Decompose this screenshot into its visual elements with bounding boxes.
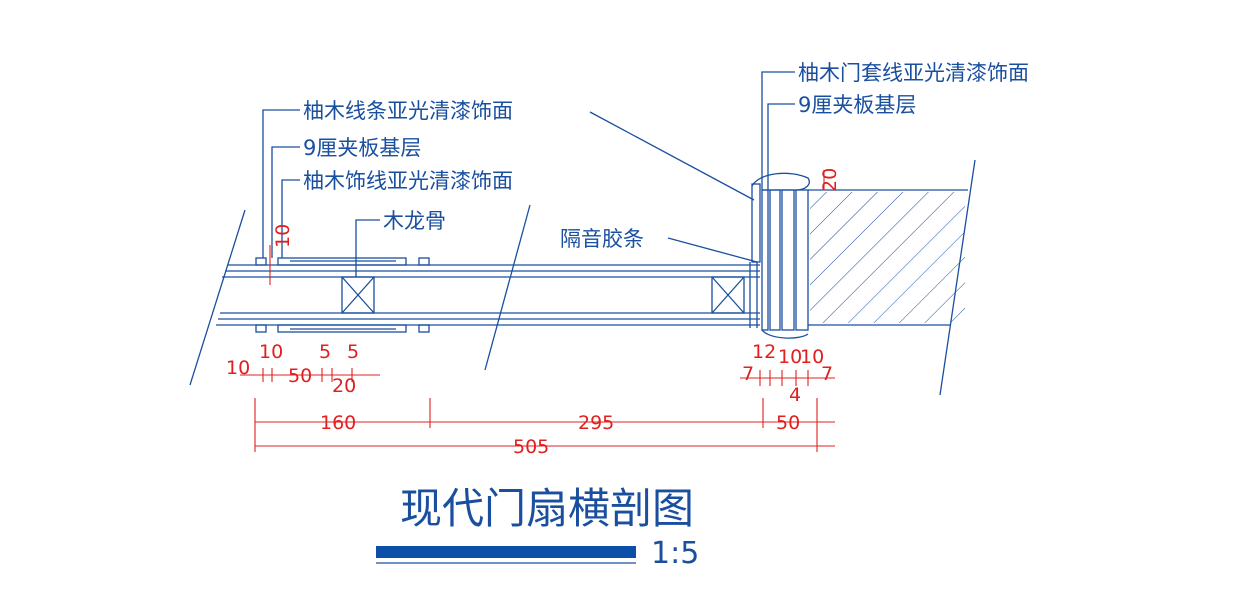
- dim-left-top-2: 5: [319, 341, 331, 363]
- dim-295: 295: [578, 412, 614, 434]
- title-underline-bar: [376, 546, 636, 558]
- dim-left-top-3: 5: [347, 341, 359, 363]
- dim-160: 160: [320, 412, 356, 434]
- dim-right-bottom-2: 4: [789, 384, 801, 406]
- dim-left-bottom-3: 20: [332, 375, 356, 397]
- dim-right-bottom-1: 7: [742, 363, 754, 385]
- door-leaf: [216, 257, 760, 333]
- callout-teak-casing: 柚木门套线亚光清漆饰面: [798, 61, 1029, 85]
- callout-wood-keel: 木龙骨: [383, 209, 446, 233]
- dim-right-top-1: 12: [752, 341, 776, 363]
- callout-teak-moulding: 柚木线条亚光清漆饰面: [303, 99, 513, 123]
- dim-vertical-10: 10: [272, 224, 294, 248]
- callout-plywood-base-right: 9厘夹板基层: [798, 93, 916, 117]
- dimension-lines: [240, 170, 835, 452]
- drawing-scale: 1:5: [651, 536, 699, 571]
- drawing-title: 现代门扇横剖图: [400, 484, 694, 533]
- door-frame: [751, 172, 968, 339]
- dim-left-bottom-1: 10: [226, 357, 250, 379]
- dim-50: 50: [776, 412, 800, 434]
- callout-teak-trim: 柚木饰线亚光清漆饰面: [303, 169, 513, 193]
- dim-right-top-2: 10: [778, 346, 802, 368]
- dim-wall-20: 20: [819, 168, 841, 192]
- dim-right-top-3: 10: [800, 346, 824, 368]
- dim-left-bottom-2: 50: [288, 365, 312, 387]
- callout-soundproof-strip: 隔音胶条: [560, 227, 644, 251]
- callout-leaders: [262, 71, 795, 277]
- dim-505: 505: [513, 436, 549, 458]
- dim-right-bottom-3: 7: [821, 363, 833, 385]
- callout-plywood-base-left: 9厘夹板基层: [303, 136, 421, 160]
- dim-left-top-1: 10: [259, 341, 283, 363]
